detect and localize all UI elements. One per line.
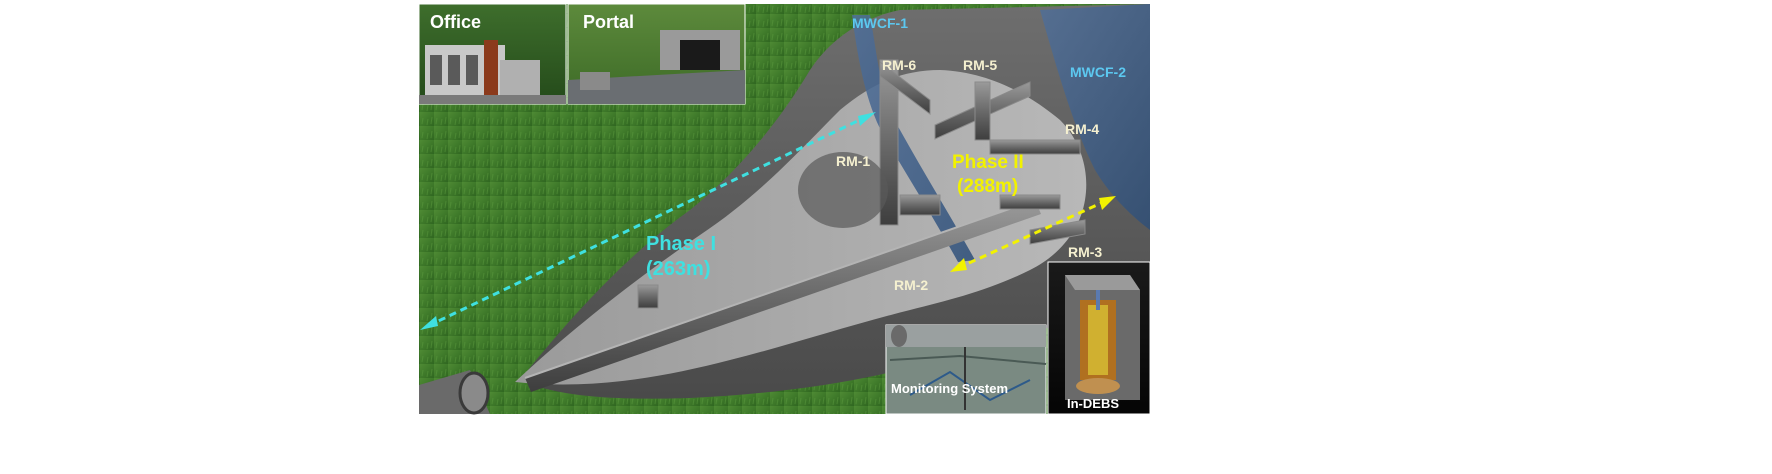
excavation-pit [798, 152, 888, 228]
fault-zone-2 [1040, 4, 1150, 230]
monitoring-label: Monitoring System [891, 381, 1008, 396]
portal-photo: Portal [567, 3, 746, 105]
portal-label: Portal [583, 12, 634, 32]
mwcf-2-label: MWCF-2 [1070, 64, 1126, 80]
phase-1-arrow [420, 112, 876, 330]
in-debs-label: In-DEBS [1067, 396, 1119, 411]
rm-4-label: RM-4 [1065, 121, 1099, 137]
rm-1-label: RM-1 [836, 153, 870, 169]
monitoring-system-inset: Monitoring System [885, 324, 1047, 415]
phase-2-title: Phase II [952, 152, 1024, 173]
rm-6-label: RM-6 [882, 57, 916, 73]
office-photo: Office [418, 3, 567, 105]
phase-1-length: (263m) [646, 258, 710, 280]
portal-entrance [419, 370, 490, 415]
main-image [419, 4, 1150, 415]
rm-5-label: RM-5 [963, 57, 997, 73]
fault-zone-1 [852, 15, 975, 262]
rm-2-label: RM-2 [894, 277, 928, 293]
phase-2-length: (288m) [957, 176, 1018, 197]
main-tunnel [524, 199, 1041, 392]
phase-1-title: Phase I [646, 233, 716, 255]
phase-2-arrow [950, 196, 1116, 272]
rm-3-label: RM-3 [1068, 244, 1102, 260]
in-debs-inset: In-DEBS [1047, 261, 1151, 415]
office-label: Office [430, 12, 481, 32]
mwcf-1-label: MWCF-1 [852, 15, 908, 31]
